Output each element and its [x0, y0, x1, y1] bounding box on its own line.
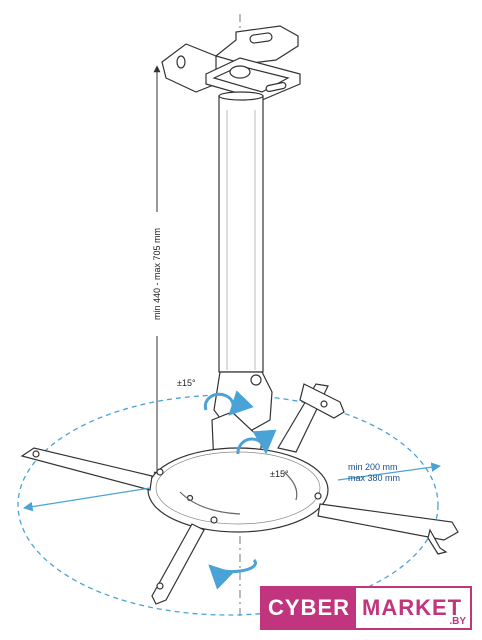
arm-length-dimension-line	[337, 462, 441, 481]
cybermarket-logo: CYBER MARKET .BY	[260, 586, 472, 630]
arm-length-dimension-left	[23, 487, 151, 512]
rotation-arrows	[203, 390, 277, 590]
rotation-ellipse	[17, 394, 439, 616]
ceiling-bracket	[161, 25, 301, 101]
logo-market-text: MARKET .BY	[356, 588, 470, 628]
logo-market-word: MARKET	[362, 595, 463, 620]
arm-max-label: max 380 mm	[348, 473, 400, 483]
mounting-plate	[147, 447, 329, 533]
mount-arms	[20, 383, 459, 605]
height-range-label: min 440 - max 705 mm	[152, 228, 162, 320]
arm-min-label: min 200 mm	[348, 462, 398, 472]
logo-domain-suffix: .BY	[449, 616, 466, 627]
logo-cyber-text: CYBER	[262, 588, 357, 628]
tilt-bottom-label: ±15°	[270, 469, 289, 479]
telescopic-pole	[218, 91, 264, 373]
tilt-top-label: ±15°	[177, 378, 196, 388]
